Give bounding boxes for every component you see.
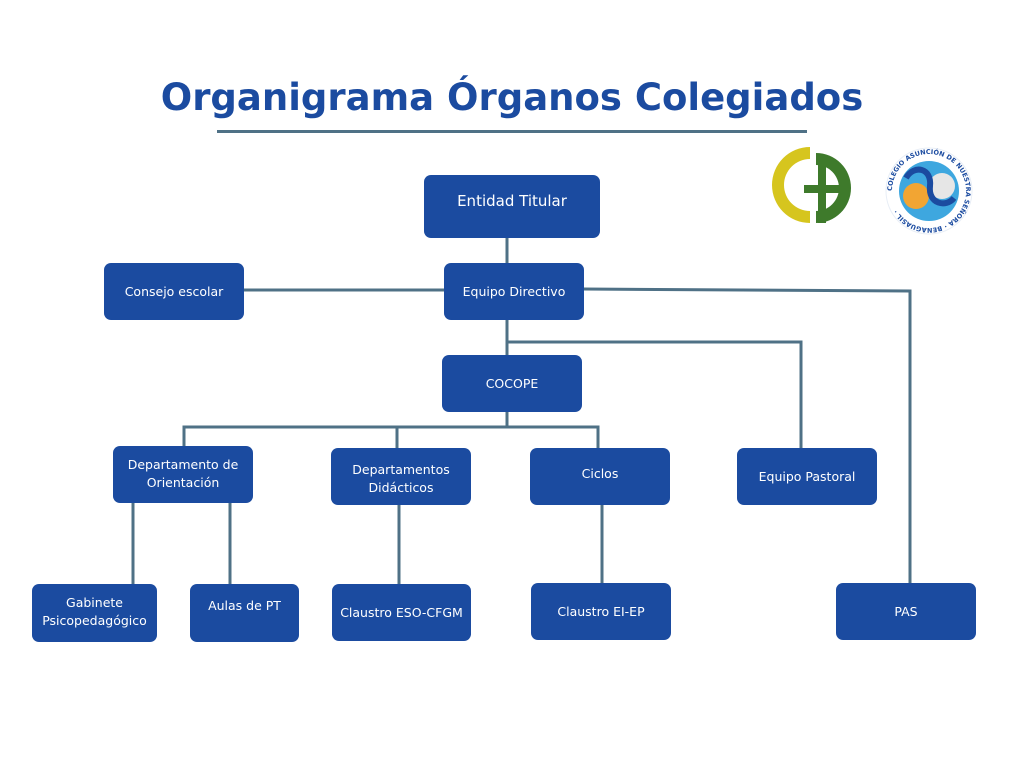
node-label: Departamento de Orientación	[128, 456, 239, 492]
node-label: Equipo Directivo	[462, 283, 566, 299]
node-label-line2: Orientación	[146, 475, 220, 490]
edge-cocope-branches	[182, 425, 600, 449]
node-label: Consejo escolar	[124, 283, 224, 299]
node-equipo-pastoral[interactable]: Equipo Pastoral	[737, 448, 877, 505]
node-label: Equipo Pastoral	[758, 468, 856, 484]
node-equipo-directivo[interactable]: Equipo Directivo	[444, 263, 584, 320]
node-label-line2: Didácticos	[368, 480, 434, 495]
node-claustro-ei-ep[interactable]: Claustro EI-EP	[531, 583, 671, 640]
school-seal-logo-icon: COLEGIO ASUNCIÓN DE NUESTRA SEÑORA · BEN…	[885, 147, 973, 235]
node-label: Claustro EI-EP	[557, 603, 645, 619]
node-label-line1: Gabinete	[66, 595, 123, 610]
page-title: Organigrama Órganos Colegiados	[160, 76, 864, 119]
node-label: Ciclos	[581, 466, 619, 481]
node-label: Entidad Titular	[457, 192, 567, 210]
edge-directivo-pas	[582, 287, 912, 584]
node-departamentos-didacticos[interactable]: Departamentos Didácticos	[331, 448, 471, 505]
node-label: Departamentos Didácticos	[352, 461, 449, 497]
node-label: Claustro ESO-CFGM	[340, 604, 463, 620]
node-gabinete-psicopedagogico[interactable]: Gabinete Psicopedagógico	[32, 584, 157, 642]
node-aulas-pt[interactable]: Aulas de PT	[190, 584, 299, 642]
node-label: PAS	[894, 603, 918, 619]
edge-directivo-pastoral	[507, 340, 803, 449]
node-departamento-orientacion[interactable]: Departamento de Orientación	[113, 446, 253, 503]
node-label: COCOPE	[485, 375, 539, 391]
node-entidad-titular[interactable]: Entidad Titular	[424, 175, 600, 238]
node-cocope[interactable]: COCOPE	[442, 355, 582, 412]
node-label-line1: Departamento de	[127, 457, 239, 472]
cross-circle-logo-icon	[772, 147, 851, 223]
node-pas[interactable]: PAS	[836, 583, 976, 640]
node-label: Aulas de PT	[208, 598, 281, 613]
node-claustro-eso-cfgm[interactable]: Claustro ESO-CFGM	[332, 584, 471, 641]
node-label-line2: Psicopedagógico	[42, 613, 147, 628]
node-consejo-escolar[interactable]: Consejo escolar	[104, 263, 244, 320]
node-label: Gabinete Psicopedagógico	[42, 594, 147, 630]
node-ciclos[interactable]: Ciclos	[530, 448, 670, 505]
node-label-line1: Departamentos	[352, 462, 450, 477]
title-underline	[217, 130, 807, 133]
